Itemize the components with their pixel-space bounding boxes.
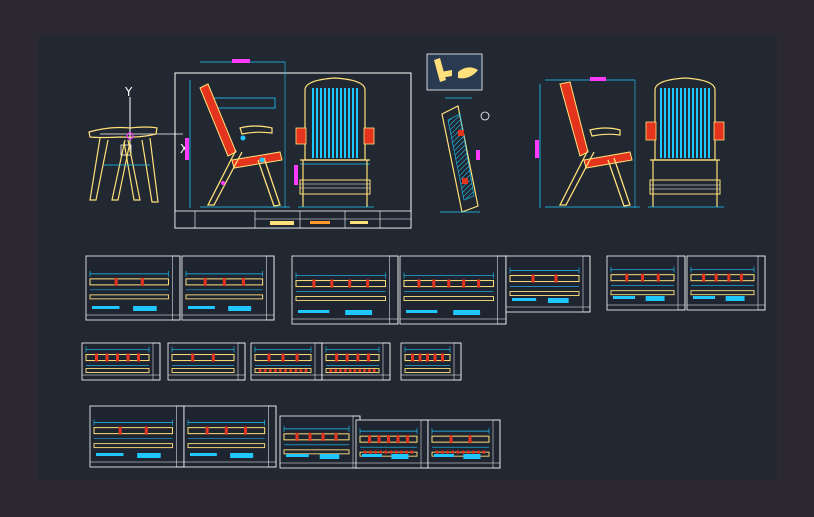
detail-sheet[interactable] — [250, 342, 323, 381]
detail-sheet[interactable] — [355, 419, 429, 469]
chair-side-view — [185, 59, 290, 208]
detail-sheet[interactable] — [89, 405, 185, 468]
detail-sheet[interactable] — [167, 342, 246, 381]
detail-sheet[interactable] — [399, 255, 507, 325]
detail-sheet[interactable] — [686, 255, 766, 311]
y-axis-label: Y — [124, 85, 133, 99]
detail-sheet[interactable] — [427, 419, 501, 469]
chair-front-view — [294, 77, 375, 208]
detail-sheet[interactable] — [85, 255, 181, 321]
chair-side-view-right — [535, 77, 640, 208]
detail-sheet[interactable] — [183, 405, 277, 468]
chair-3d-view — [88, 126, 159, 203]
chair-front-view-right — [645, 77, 725, 208]
drawing-sheets — [81, 255, 766, 469]
detail-sheet[interactable] — [400, 342, 462, 381]
detail-sheet[interactable] — [181, 255, 275, 321]
detail-sheet[interactable] — [505, 255, 591, 313]
side-view-sheet[interactable] — [174, 72, 412, 229]
detail-sheet[interactable] — [81, 342, 161, 381]
detail-sheet[interactable] — [279, 415, 361, 469]
thumbnail-preview[interactable] — [426, 53, 483, 91]
detail-sheet[interactable] — [321, 342, 391, 381]
detail-sheet[interactable] — [291, 255, 399, 325]
detail-sheet[interactable] — [606, 255, 686, 311]
x-axis-label: X — [180, 142, 188, 156]
chair-folded-view — [440, 97, 490, 213]
